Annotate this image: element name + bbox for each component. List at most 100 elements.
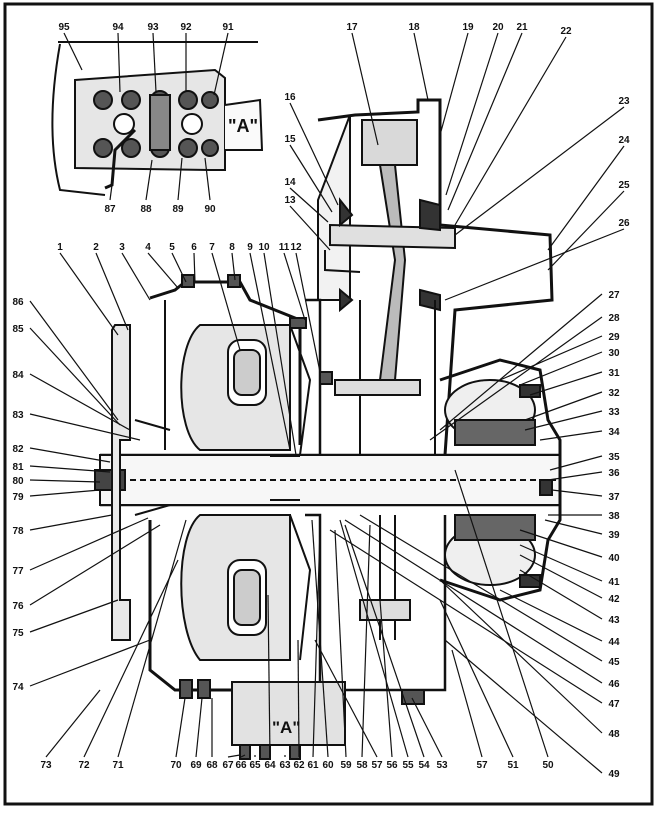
part-label-32: 32: [608, 388, 620, 399]
leader-line: [539, 430, 603, 441]
part-label-81: 81: [12, 462, 24, 473]
leader-line: [411, 697, 443, 758]
part-label-33: 33: [608, 407, 620, 418]
part-label-67: 67: [222, 760, 234, 771]
leader-line: [63, 32, 83, 71]
part-label-65: 65: [249, 760, 261, 771]
leader-line: [240, 754, 246, 758]
leader-line: [361, 524, 371, 758]
leader-line: [29, 413, 141, 441]
part-label-61: 61: [307, 760, 319, 771]
leader-line: [195, 697, 203, 758]
part-label-72: 72: [78, 760, 90, 771]
part-label-7: 7: [209, 242, 215, 253]
leader-line: [263, 252, 297, 456]
leader-line: [289, 205, 331, 251]
part-label-1: 1: [57, 242, 63, 253]
part-label-4: 4: [145, 242, 151, 253]
part-label-9: 9: [247, 242, 253, 253]
part-label-93: 93: [147, 22, 159, 33]
part-label-79: 79: [12, 492, 24, 503]
part-label-39: 39: [608, 530, 620, 541]
leader-line: [454, 36, 567, 226]
part-label-63: 63: [279, 760, 291, 771]
leader-line: [334, 529, 347, 758]
part-label-74: 74: [12, 682, 24, 693]
part-label-78: 78: [12, 526, 24, 537]
part-label-94: 94: [112, 22, 124, 33]
part-label-50: 50: [542, 760, 554, 771]
leader-line: [439, 32, 469, 136]
part-label-43: 43: [608, 615, 620, 626]
leader-line: [29, 524, 161, 606]
part-label-55: 55: [402, 760, 414, 771]
part-label-62: 62: [293, 760, 305, 771]
part-label-57: 57: [476, 760, 488, 771]
inset-valve-detail: [51, 41, 264, 196]
leader-line: [213, 32, 229, 96]
part-label-95: 95: [58, 22, 70, 33]
leader-line: [249, 252, 291, 451]
leader-line: [171, 252, 187, 283]
leader-line: [297, 639, 300, 758]
part-label-70: 70: [170, 760, 182, 771]
inset-callout-a: "A": [228, 116, 258, 136]
part-label-26: 26: [618, 218, 630, 229]
leader-line: [83, 559, 179, 758]
leader-line: [147, 252, 179, 289]
leader-line: [344, 524, 425, 758]
leader-line: [529, 371, 603, 396]
leader-line: [227, 754, 241, 758]
leader-line: [29, 327, 121, 426]
part-label-12: 12: [290, 242, 302, 253]
leader-line: [204, 157, 211, 201]
leader-line: [524, 391, 603, 421]
part-label-29: 29: [608, 332, 620, 343]
part-label-84: 84: [12, 370, 24, 381]
part-label-54: 54: [418, 760, 430, 771]
part-label-16: 16: [284, 92, 296, 103]
part-label-8: 8: [229, 242, 235, 253]
leader-line: [413, 32, 429, 101]
leader-line: [29, 373, 131, 431]
part-label-25: 25: [618, 180, 630, 191]
leader-line: [283, 252, 306, 321]
part-label-56: 56: [386, 760, 398, 771]
leader-line: [547, 145, 625, 251]
part-label-66: 66: [235, 760, 247, 771]
leader-line: [267, 594, 271, 758]
part-label-87: 87: [104, 204, 116, 215]
part-label-68: 68: [206, 760, 218, 771]
leader-line: [524, 410, 603, 431]
leader-line: [451, 649, 483, 758]
part-label-47: 47: [608, 699, 620, 710]
part-label-89: 89: [172, 204, 184, 215]
leader-line: [311, 519, 329, 758]
transmission-assembly: [94, 98, 562, 760]
leader-line: [29, 599, 119, 633]
leader-line: [29, 639, 151, 687]
leader-line: [499, 589, 603, 642]
part-label-19: 19: [462, 22, 474, 33]
leader-line: [544, 519, 603, 535]
leader-line: [29, 517, 149, 571]
leader-line: [329, 529, 603, 704]
leader-line: [231, 252, 236, 281]
leader-line: [547, 471, 603, 481]
leader-line: [429, 316, 603, 441]
leader-line: [289, 187, 329, 223]
part-label-18: 18: [408, 22, 420, 33]
part-label-13: 13: [284, 195, 296, 206]
part-label-3: 3: [119, 242, 125, 253]
leader-line: [45, 689, 101, 758]
leader-lines: [29, 32, 625, 774]
leader-line: [519, 351, 603, 386]
leader-line: [177, 157, 183, 201]
leader-line: [519, 554, 603, 599]
leader-line: [211, 252, 241, 351]
part-label-31: 31: [608, 368, 620, 379]
part-label-22: 22: [560, 26, 572, 37]
part-label-73: 73: [40, 760, 52, 771]
part-label-27: 27: [608, 290, 620, 301]
